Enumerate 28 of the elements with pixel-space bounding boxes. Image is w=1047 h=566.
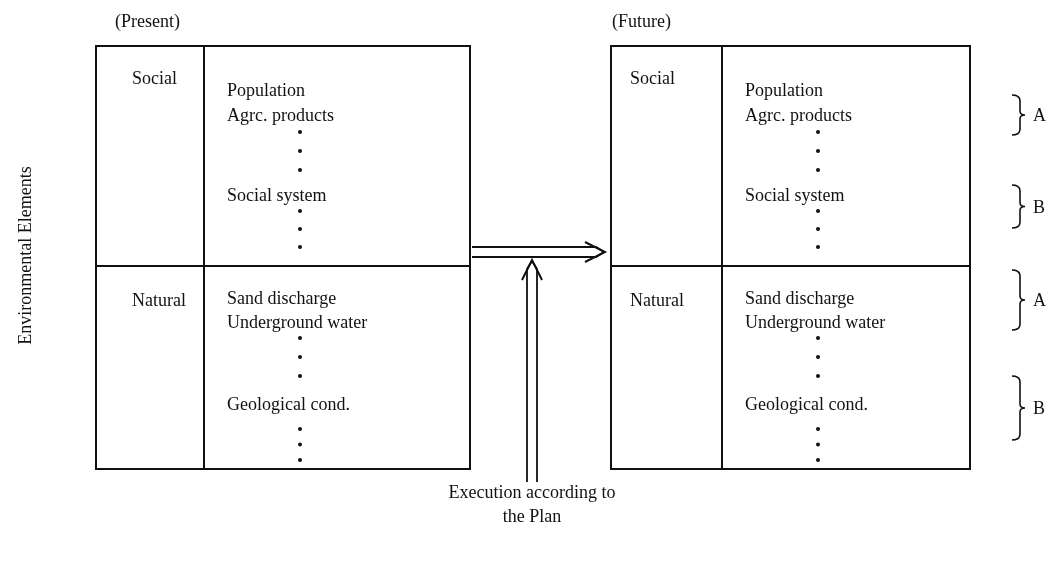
cell-text: Natural — [132, 289, 186, 311]
cell-text: Sand discharge — [745, 287, 855, 309]
brace-label: A — [1033, 104, 1046, 126]
brace-label: A — [1033, 289, 1046, 311]
cell-text: Social — [132, 67, 177, 89]
cell-text: Natural — [630, 289, 684, 311]
cell-text: Agrc. products — [227, 104, 334, 126]
brace-label: B — [1033, 195, 1045, 218]
cell-text: Population — [227, 79, 305, 101]
table-cell — [95, 45, 205, 267]
table-cell — [610, 45, 723, 267]
double-arrow — [521, 259, 543, 483]
caption-text: Execution according to the Plan — [437, 480, 627, 528]
cell-text: Underground water — [745, 311, 886, 333]
cell-text: Geological cond. — [745, 393, 868, 415]
table-heading: (Present) — [115, 10, 180, 32]
cell-text: Geological cond. — [227, 393, 350, 415]
brace-label: B — [1033, 397, 1045, 419]
cell-text: Underground water — [227, 311, 368, 333]
double-arrow — [471, 241, 606, 263]
cell-text: Population — [745, 79, 823, 101]
cell-text: Social system — [227, 184, 327, 206]
axis-title: Environmental Elements — [14, 165, 36, 347]
cell-text: Sand discharge — [227, 287, 337, 309]
cell-text: Social — [630, 67, 675, 89]
table-heading: (Future) — [612, 10, 671, 32]
cell-text: Social system — [745, 184, 845, 206]
cell-text: Agrc. products — [745, 104, 852, 126]
